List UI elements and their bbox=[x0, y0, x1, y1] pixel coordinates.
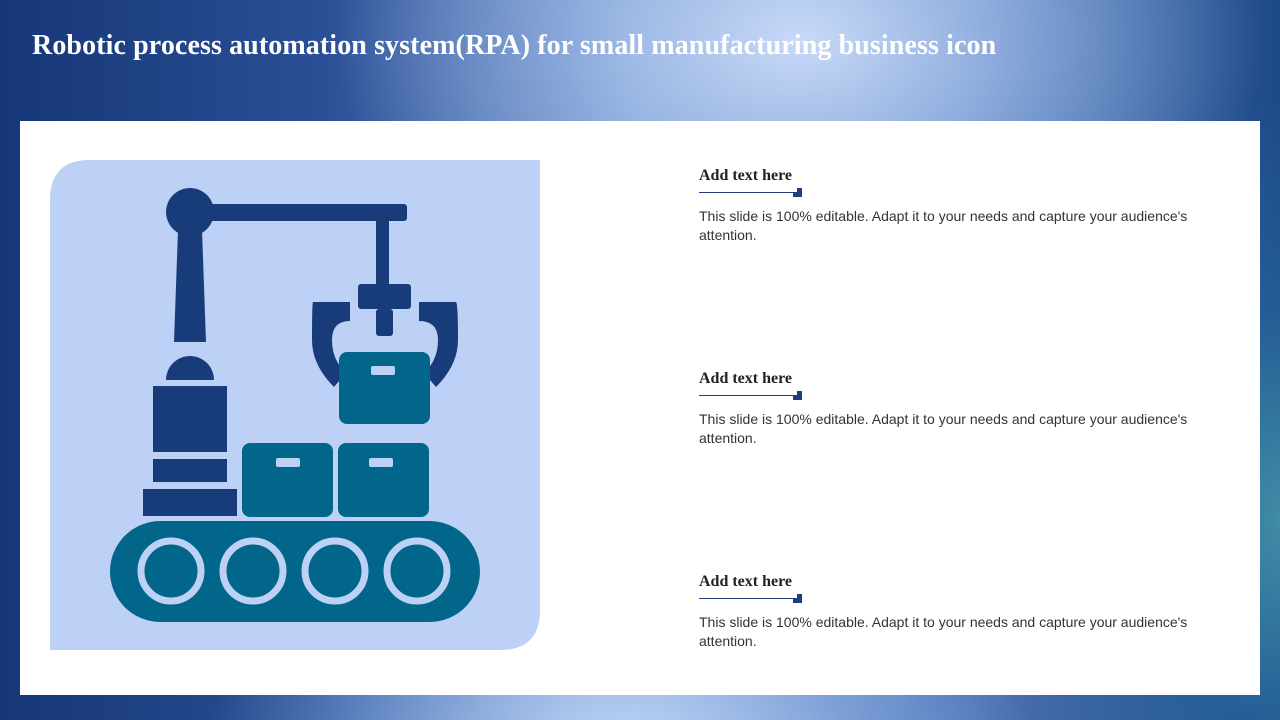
item-body: This slide is 100% editable. Adapt it to… bbox=[699, 411, 1188, 446]
item-body: This slide is 100% editable. Adapt it to… bbox=[699, 614, 1188, 649]
conveyor-belt bbox=[110, 521, 480, 622]
heading-underline bbox=[699, 188, 803, 197]
cargo-boxes bbox=[242, 352, 430, 517]
item-body: This slide is 100% editable. Adapt it to… bbox=[699, 208, 1188, 243]
slide-title: Robotic process automation system(RPA) f… bbox=[32, 30, 997, 61]
text-item-2: Add text here This slide is 100% editabl… bbox=[699, 369, 1199, 448]
heading-underline bbox=[699, 594, 803, 603]
robotic-arm bbox=[143, 188, 458, 516]
text-item-1: Add text here This slide is 100% editabl… bbox=[699, 166, 1199, 245]
heading-underline bbox=[699, 391, 803, 400]
text-item-3: Add text here This slide is 100% editabl… bbox=[699, 572, 1199, 651]
item-heading: Add text here bbox=[699, 573, 793, 590]
rpa-illustration bbox=[50, 160, 540, 650]
robotic-arm-conveyor-icon bbox=[50, 160, 540, 650]
content-panel: Add text here This slide is 100% editabl… bbox=[20, 121, 1260, 695]
item-heading: Add text here bbox=[699, 370, 793, 387]
item-heading: Add text here bbox=[699, 167, 793, 184]
